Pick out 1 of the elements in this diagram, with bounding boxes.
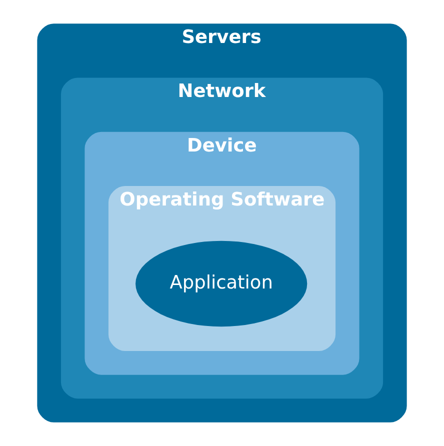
node-ellipse: Application — [136, 240, 308, 327]
